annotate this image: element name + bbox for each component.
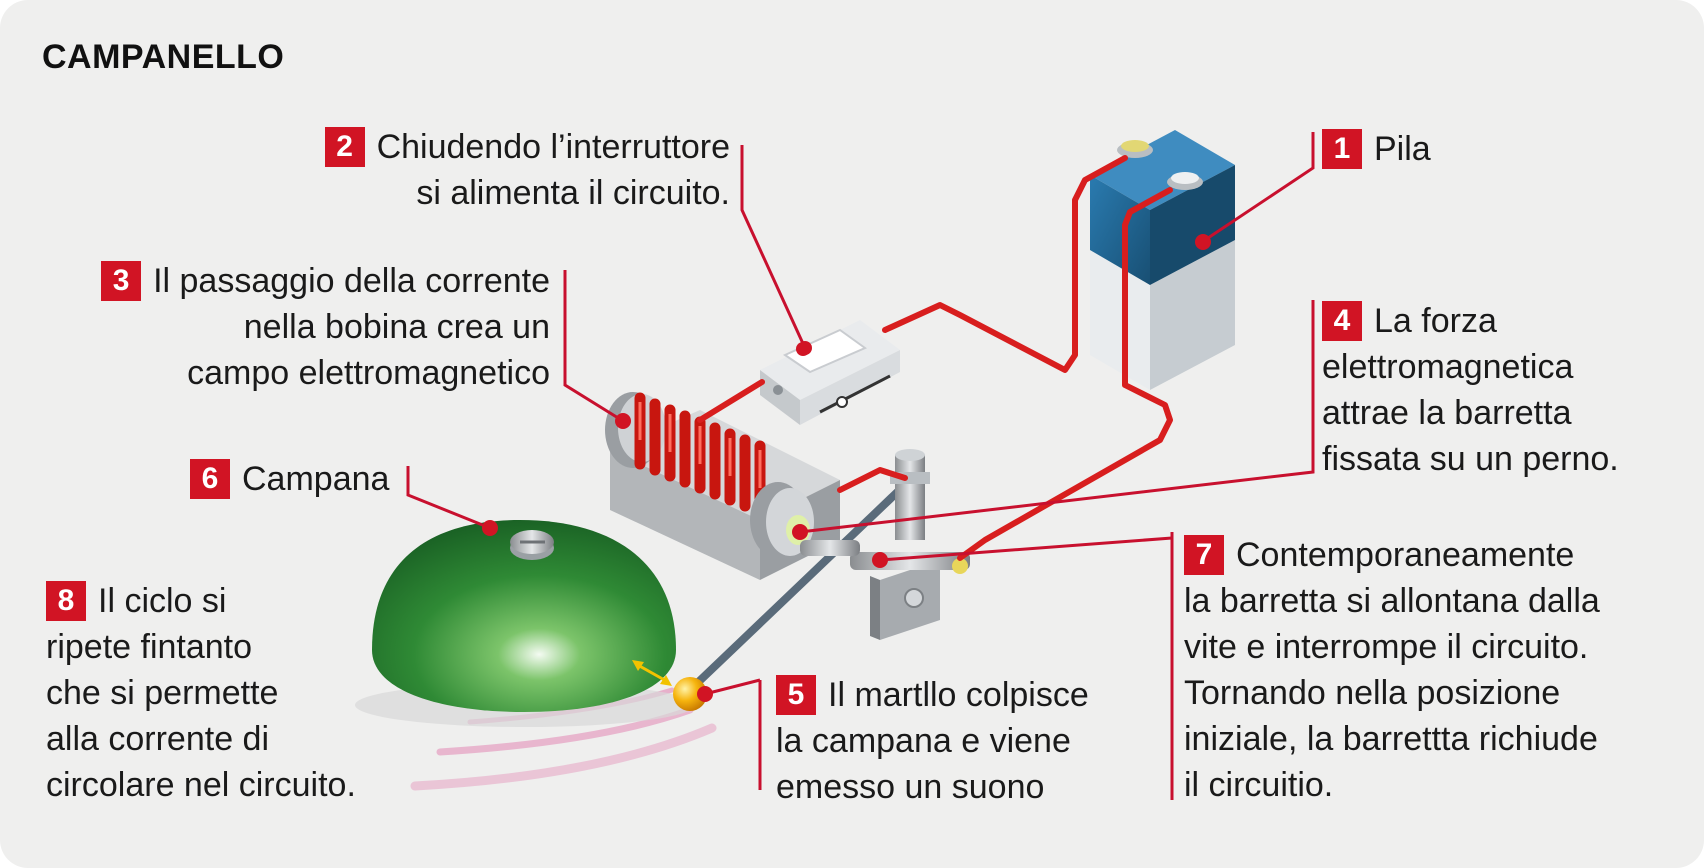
label-3-line: nella bobina crea un <box>243 308 550 346</box>
label-2-line: Chiudendo l’interruttore <box>376 128 730 166</box>
coil-icon <box>605 392 860 580</box>
label-4-line: fissata su un perno. <box>1322 440 1619 478</box>
label-6-line: Campana <box>242 460 390 498</box>
badge-1: 1 <box>1322 129 1362 169</box>
badge-8: 8 <box>46 581 86 621</box>
label-4-line: La forza <box>1374 302 1497 340</box>
badge-5: 5 <box>776 675 816 715</box>
label-7-line: Contemporaneamente <box>1236 536 1575 574</box>
label-7-line: il circuitio. <box>1184 766 1334 804</box>
label-8-line: circolare nel circuito. <box>46 766 356 804</box>
label-5-line: emesso un suono <box>776 768 1045 806</box>
label-2-line: si alimenta il circuito. <box>416 174 730 212</box>
label-5-line: la campana e viene <box>776 722 1071 760</box>
badge-4: 4 <box>1322 301 1362 341</box>
label-1: 1 Pila <box>1322 126 1431 172</box>
page-title: CAMPANELLO <box>42 38 285 76</box>
label-3: 3 Il passaggio della corrente nella bobin… <box>40 258 550 396</box>
label-7-line: vite e interrompe il circuito. <box>1184 628 1589 666</box>
bell-icon <box>355 520 695 727</box>
leader-dots <box>482 234 1211 702</box>
label-8-line: ripete fintanto <box>46 628 253 666</box>
label-3-line: Il passaggio della corrente <box>153 262 550 300</box>
label-4: 4 La forza elettromagnetica attrae la bar… <box>1322 298 1619 482</box>
label-8-line: Il ciclo si <box>98 582 227 620</box>
label-7-line: Tornando nella posizione <box>1184 674 1561 712</box>
label-8: 8 Il ciclo si ripete fintanto che si perm… <box>46 578 356 808</box>
switch-icon <box>760 320 900 425</box>
label-7: 7 Contemporaneamente la barretta si allon… <box>1184 532 1600 808</box>
label-8-line: che si permette <box>46 674 279 712</box>
label-7-line: la barretta si allontana dalla <box>1184 582 1600 620</box>
label-2: 2 Chiudendo l’interruttore si alimenta il… <box>220 124 730 216</box>
label-7-line: iniziale, la barrettta richiude <box>1184 720 1598 758</box>
badge-2: 2 <box>324 127 365 167</box>
badge-6: 6 <box>190 459 230 499</box>
label-8-line: alla corrente di <box>46 720 270 758</box>
label-4-line: attrae la barretta <box>1322 394 1572 432</box>
battery-icon <box>1090 130 1235 390</box>
pivot-post-icon <box>890 449 930 540</box>
leader-lines <box>406 132 1315 800</box>
badge-7: 7 <box>1184 535 1224 575</box>
circuit-wires <box>697 155 1173 561</box>
label-3-line: campo elettromagnetico <box>187 354 550 392</box>
label-4-line: elettromagnetica <box>1322 348 1574 386</box>
label-6: 6 Campana <box>190 456 389 502</box>
contact-screw-icon <box>850 552 970 640</box>
badge-3: 3 <box>101 261 142 301</box>
hammer-icon <box>632 476 914 711</box>
label-1-line: Pila <box>1374 130 1431 168</box>
label-5-line: Il martllo colpisce <box>828 676 1089 714</box>
